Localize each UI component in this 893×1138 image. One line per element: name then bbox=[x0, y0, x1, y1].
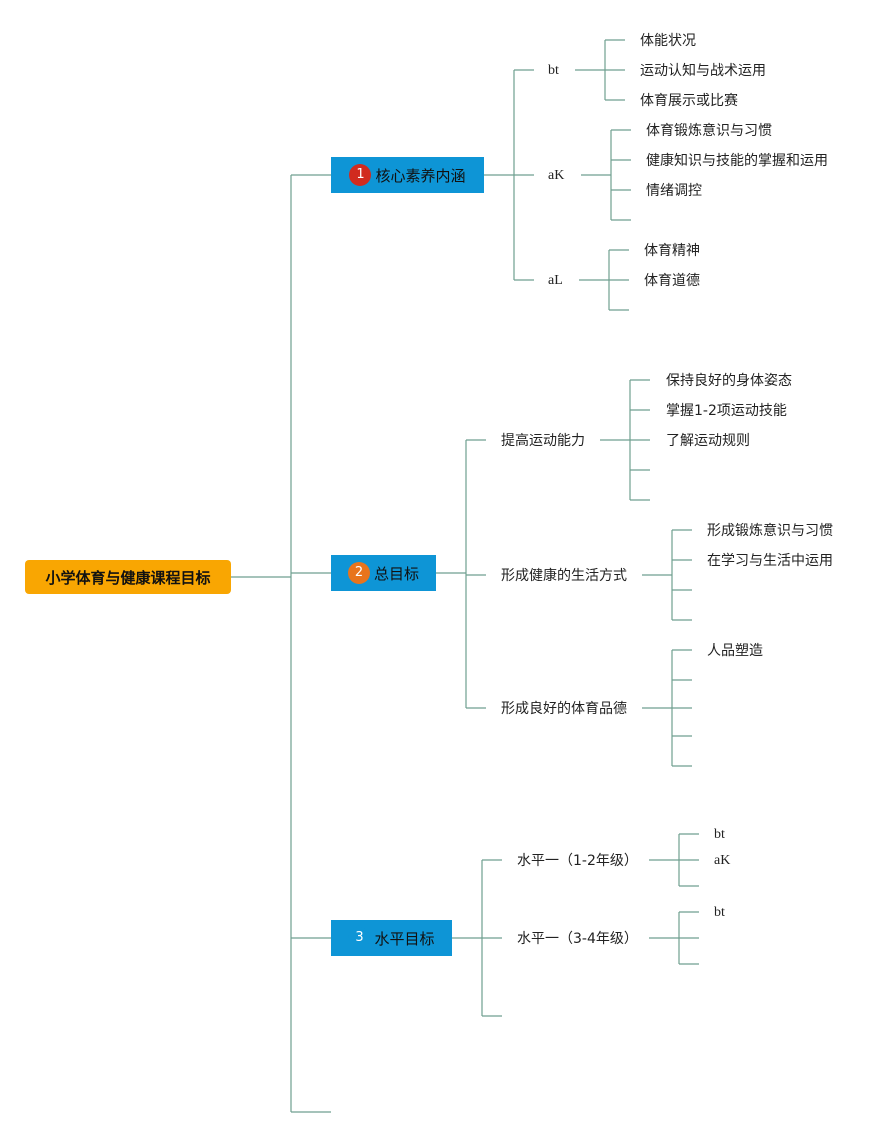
branch-level-goal[interactable]: 3 水平目标 bbox=[331, 920, 452, 956]
leaf-node-label[interactable]: 在学习与生活中运用 bbox=[707, 553, 833, 569]
child-node-label[interactable]: 水平一（1-2年级） bbox=[517, 853, 638, 869]
leaf-node-label[interactable]: 体育展示或比赛 bbox=[640, 93, 738, 109]
branch-label: 核心素养内涵 bbox=[375, 166, 466, 185]
leaf-node-label[interactable]: 运动认知与战术运用 bbox=[640, 63, 766, 79]
number-2-badge-icon: 2 bbox=[347, 562, 370, 584]
leaf-node-label[interactable]: 人品塑造 bbox=[707, 643, 763, 659]
leaf-node-label[interactable]: bt bbox=[714, 905, 725, 920]
child-node-label[interactable]: aL bbox=[548, 273, 563, 288]
root-label: 小学体育与健康课程目标 bbox=[45, 568, 211, 587]
leaf-node-label[interactable]: 保持良好的身体姿态 bbox=[666, 373, 792, 389]
child-node-label[interactable]: 形成健康的生活方式 bbox=[501, 568, 627, 584]
branch-core-literacy[interactable]: 1 核心素养内涵 bbox=[331, 157, 484, 193]
leaf-node-label[interactable]: 体能状况 bbox=[640, 33, 696, 49]
child-node-label[interactable]: 形成良好的体育品德 bbox=[501, 701, 627, 717]
leaf-node-label[interactable]: 健康知识与技能的掌握和运用 bbox=[646, 153, 828, 169]
branch-label: 水平目标 bbox=[374, 929, 435, 948]
child-node-label[interactable]: 提高运动能力 bbox=[501, 433, 585, 449]
branch-overall-goal[interactable]: 2 总目标 bbox=[331, 555, 436, 591]
child-node-label[interactable]: bt bbox=[548, 63, 559, 78]
leaf-node-label[interactable]: 掌握1-2项运动技能 bbox=[666, 403, 787, 419]
branch-label: 总目标 bbox=[373, 564, 419, 583]
leaf-node-label[interactable]: bt bbox=[714, 827, 725, 842]
child-node-label[interactable]: 水平一（3-4年级） bbox=[517, 931, 638, 947]
leaf-node-label[interactable]: aK bbox=[714, 853, 731, 868]
number-1-badge-icon: 1 bbox=[349, 164, 372, 186]
child-node-label[interactable]: aK bbox=[548, 168, 565, 183]
leaf-node-label[interactable]: 了解运动规则 bbox=[666, 433, 750, 449]
leaf-node-label[interactable]: 形成锻炼意识与习惯 bbox=[707, 523, 833, 539]
leaf-node-label[interactable]: 体育道德 bbox=[644, 273, 700, 289]
leaf-node-label[interactable]: 情绪调控 bbox=[646, 183, 702, 199]
number-3-badge-icon: 3 bbox=[348, 927, 371, 949]
leaf-node-label[interactable]: 体育精神 bbox=[644, 243, 700, 259]
leaf-node-label[interactable]: 体育锻炼意识与习惯 bbox=[646, 123, 772, 139]
root-node[interactable]: 小学体育与健康课程目标 bbox=[25, 560, 231, 594]
